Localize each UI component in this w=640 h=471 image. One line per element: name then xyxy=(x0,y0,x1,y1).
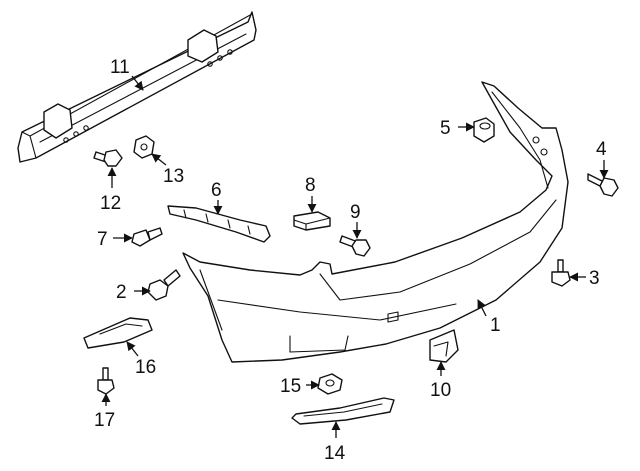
callout-13: 13 xyxy=(163,166,184,187)
callout-7: 7 xyxy=(97,229,108,250)
bolt-part-17 xyxy=(97,367,115,395)
bracket-part-6 xyxy=(167,205,271,243)
callout-5: 5 xyxy=(440,118,451,139)
callout-3: 3 xyxy=(589,268,600,289)
nut-part-5 xyxy=(473,117,495,143)
callout-17: 17 xyxy=(94,410,115,431)
bolt-part-12 xyxy=(93,149,123,167)
nut-part-13 xyxy=(133,135,155,159)
leader-11 xyxy=(131,75,144,91)
callout-1: 1 xyxy=(490,315,501,336)
leader-lines xyxy=(101,75,609,438)
callout-9: 9 xyxy=(350,202,361,223)
callout-labels: 1 2 3 4 5 6 7 8 9 10 11 12 13 14 15 16 1… xyxy=(94,57,607,464)
deflector-part-16 xyxy=(83,317,153,349)
callout-12: 12 xyxy=(100,193,121,214)
screw-part-4 xyxy=(587,173,619,197)
callout-16: 16 xyxy=(135,357,156,378)
leader-16 xyxy=(126,341,139,357)
callout-15: 15 xyxy=(280,376,301,397)
nut-part-15 xyxy=(317,373,343,395)
callout-8: 8 xyxy=(305,175,316,196)
bumper-cover-part-1 xyxy=(182,81,569,363)
bolt-part-9 xyxy=(339,235,371,257)
leader-13 xyxy=(151,153,167,166)
callout-2: 2 xyxy=(116,282,127,303)
callout-11: 11 xyxy=(110,57,130,78)
reflector-part-14 xyxy=(291,397,395,425)
callout-6: 6 xyxy=(211,180,222,201)
leader-1 xyxy=(477,299,487,317)
bolt-part-2 xyxy=(147,269,181,301)
push-clip-part-7 xyxy=(131,227,163,247)
bracket-part-10 xyxy=(429,329,459,363)
callout-10: 10 xyxy=(430,380,451,401)
sensor-bracket-part-8 xyxy=(293,211,331,231)
bolt-part-3 xyxy=(551,259,571,287)
callout-14: 14 xyxy=(324,443,346,464)
callout-4: 4 xyxy=(596,139,607,160)
